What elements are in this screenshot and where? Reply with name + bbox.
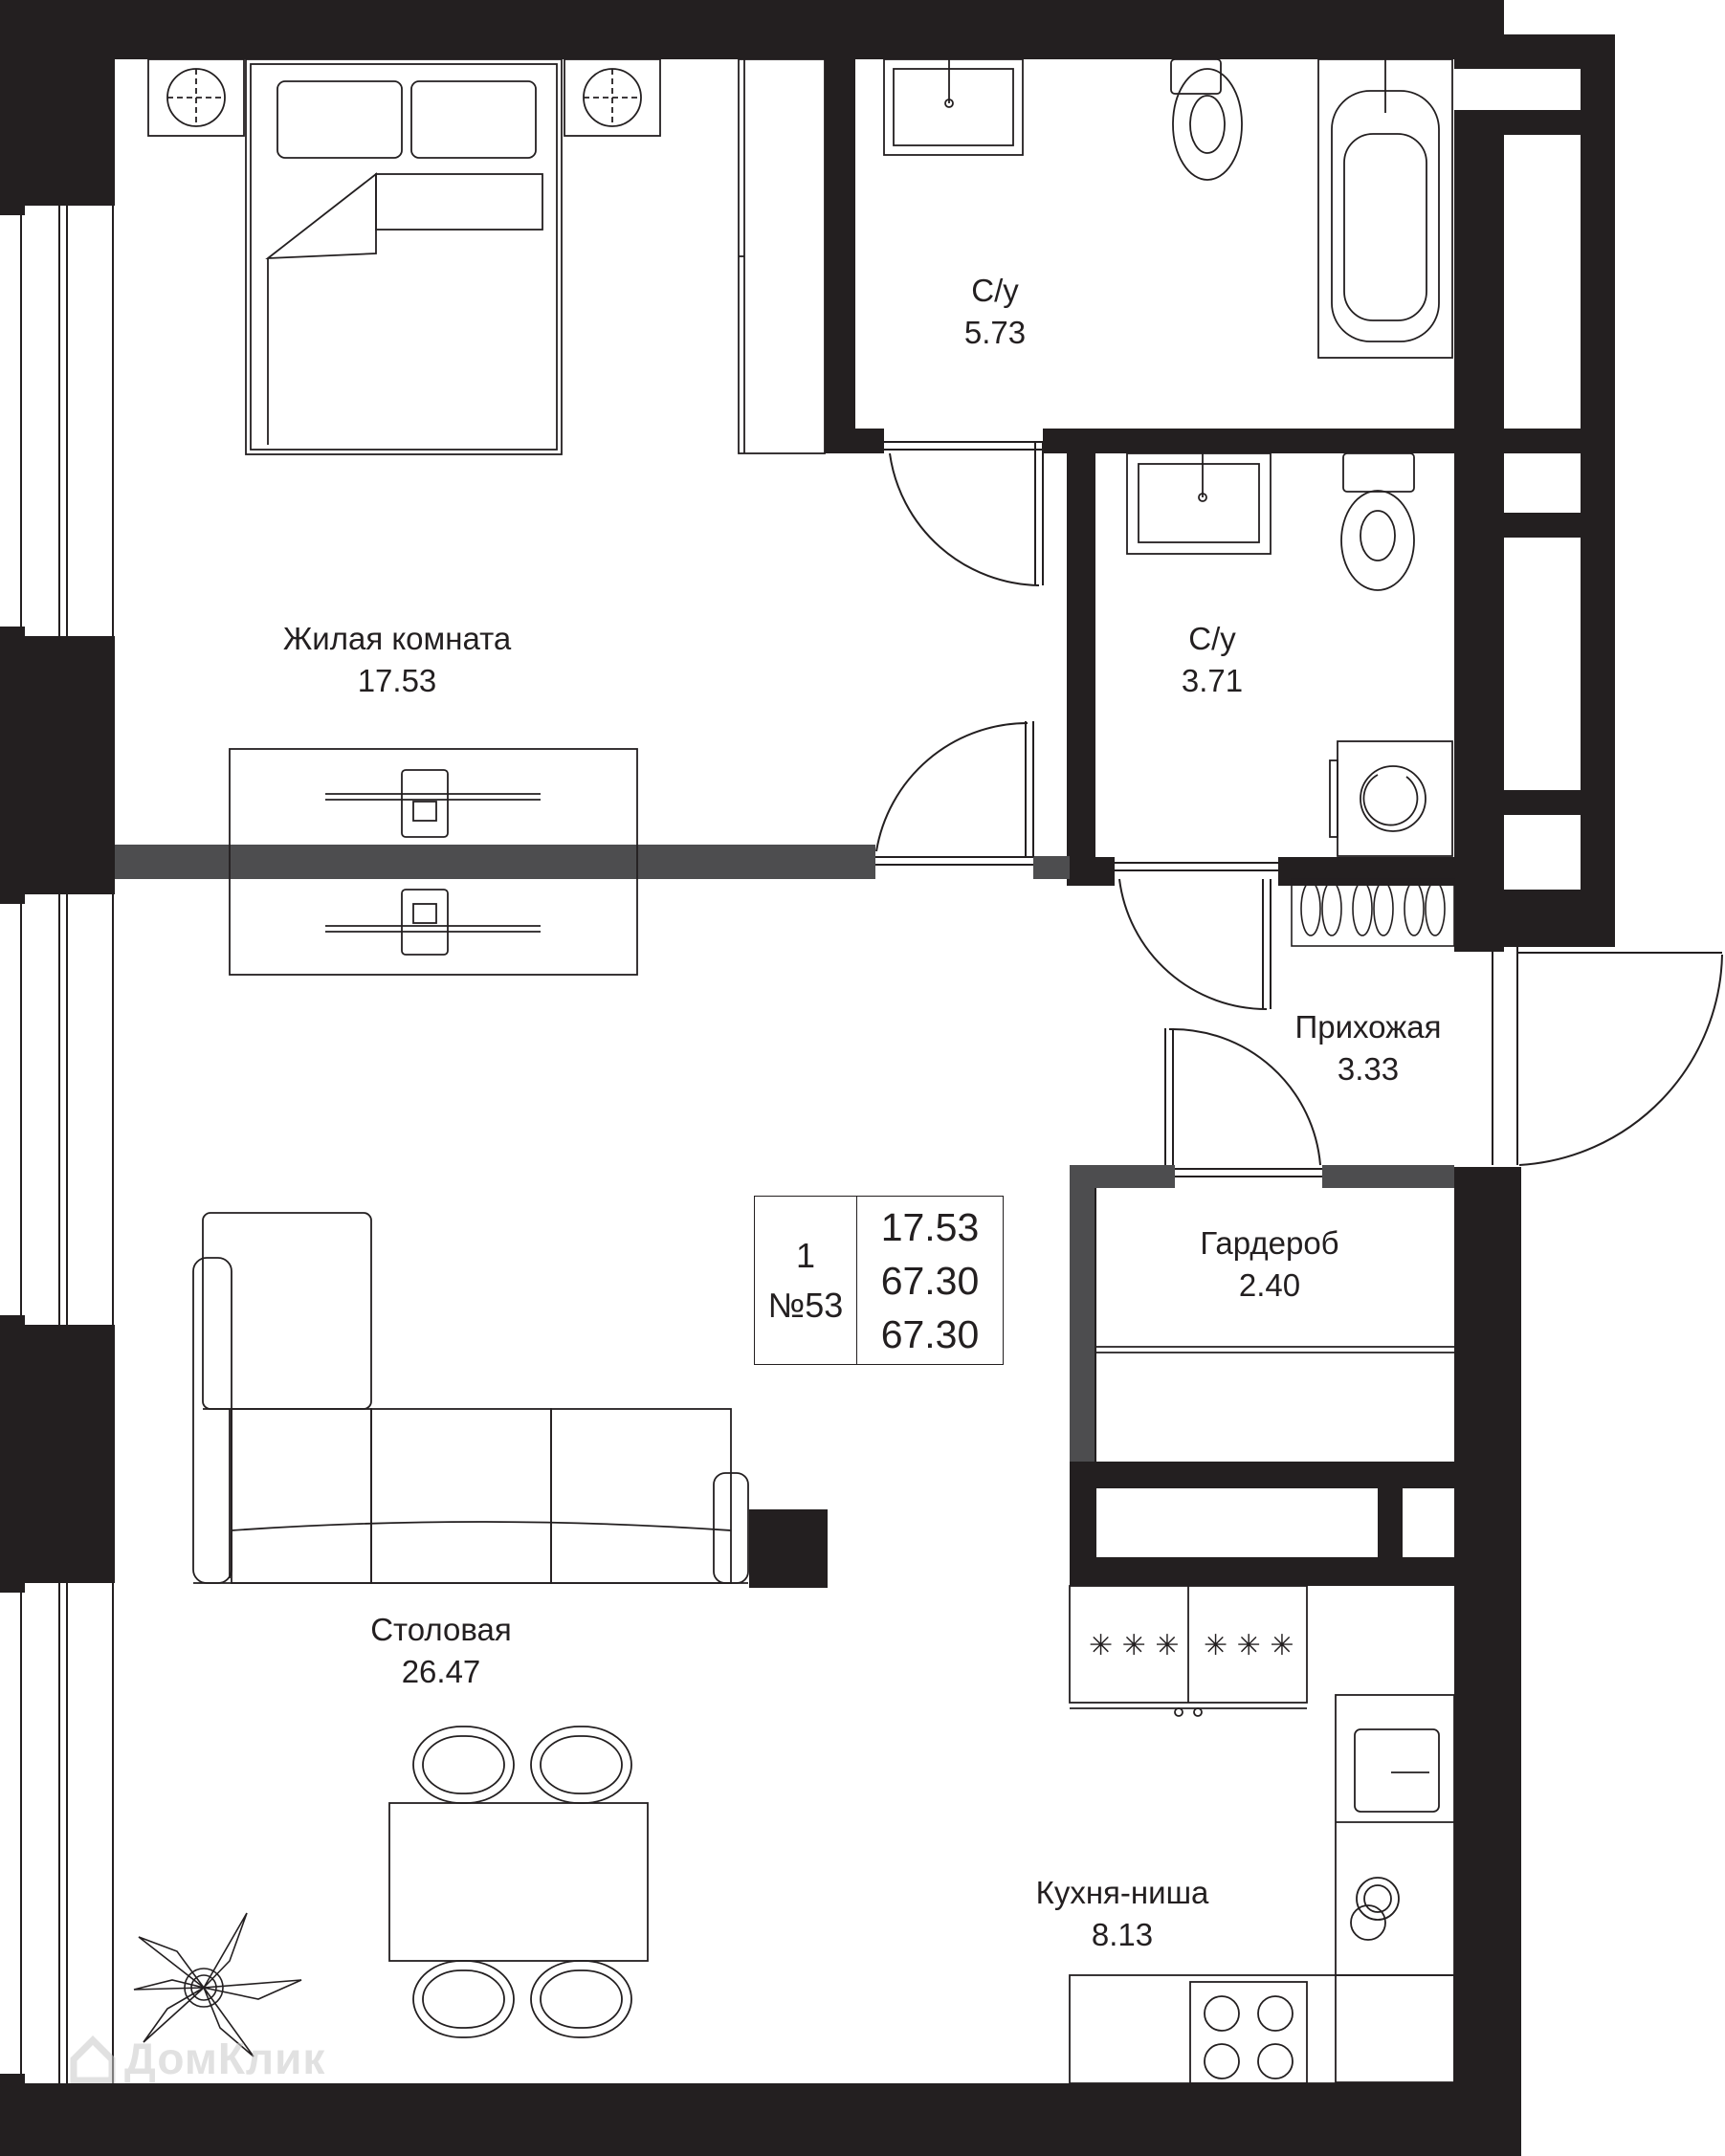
nightstands — [147, 58, 661, 137]
house-icon — [70, 2035, 116, 2083]
exterior-walls — [0, 0, 1615, 2156]
room-name: Гардероб — [1200, 1225, 1339, 1261]
room-name: С/у — [971, 273, 1019, 308]
room-name: Кухня-ниша — [1035, 1875, 1209, 1910]
room-label-bathroom-2: С/у 3.71 — [1182, 618, 1243, 702]
wardrobe-fixtures — [1096, 1346, 1454, 1353]
tv-units — [229, 748, 638, 976]
windows — [20, 206, 114, 2083]
dining-set — [388, 1726, 649, 2038]
plant-icon — [133, 1912, 302, 2057]
info-left: 1 №53 — [755, 1197, 857, 1364]
room-area: 26.47 — [401, 1654, 481, 1689]
room-label-wardrobe: Гардероб 2.40 — [1200, 1222, 1338, 1307]
bed — [245, 58, 563, 455]
room-name: Прихожая — [1294, 1009, 1442, 1045]
svg-text:✳ ✳ ✳: ✳ ✳ ✳ — [1089, 1629, 1179, 1662]
shoe-rack — [1291, 878, 1455, 947]
room-area: 2.40 — [1238, 1267, 1301, 1303]
room-area: 3.33 — [1337, 1051, 1400, 1087]
kitchen-fixtures — [1069, 1585, 1455, 2084]
room-name: С/у — [1188, 621, 1236, 656]
doors — [875, 441, 1723, 1177]
room-area: 3.71 — [1181, 663, 1244, 698]
cabinet-stars: ✳ ✳ ✳ ✳ ✳ ✳ — [1089, 1629, 1294, 1662]
total-area: 67.30 — [880, 1258, 980, 1303]
svg-text:✳ ✳ ✳: ✳ ✳ ✳ — [1204, 1629, 1294, 1662]
bathroom-2-fixtures — [1126, 452, 1453, 857]
partitions — [115, 845, 1454, 1462]
total-area-2: 67.30 — [880, 1311, 980, 1356]
side-table — [749, 1509, 828, 1588]
rooms-count: 1 — [795, 1235, 816, 1275]
wardrobe-bedroom — [738, 58, 826, 454]
info-right: 17.53 67.30 67.30 — [857, 1197, 1003, 1364]
apartment-number: №53 — [767, 1285, 844, 1325]
room-area: 5.73 — [963, 315, 1027, 350]
bathroom-1-fixtures — [883, 58, 1453, 359]
room-area: 17.53 — [357, 663, 437, 698]
room-name: Столовая — [370, 1612, 512, 1647]
room-label-kitchen-niche: Кухня-ниша 8.13 — [1036, 1872, 1209, 1956]
interior-walls — [825, 59, 1454, 1586]
watermark-text: ДомКлик — [124, 2034, 326, 2083]
room-label-dining: Столовая 26.47 — [370, 1609, 512, 1693]
room-label-hallway: Прихожая 3.33 — [1295, 1006, 1442, 1090]
room-label-bathroom-1: С/у 5.73 — [964, 270, 1026, 354]
window-sills — [0, 206, 25, 2083]
living-area: 17.53 — [880, 1204, 980, 1249]
room-area: 8.13 — [1091, 1917, 1154, 1952]
room-name: Жилая комната — [282, 621, 512, 656]
room-label-living: Жилая комната 17.53 — [283, 618, 511, 702]
sofa — [192, 1212, 749, 1584]
apartment-info-box: 1 №53 17.53 67.30 67.30 — [754, 1196, 1004, 1365]
